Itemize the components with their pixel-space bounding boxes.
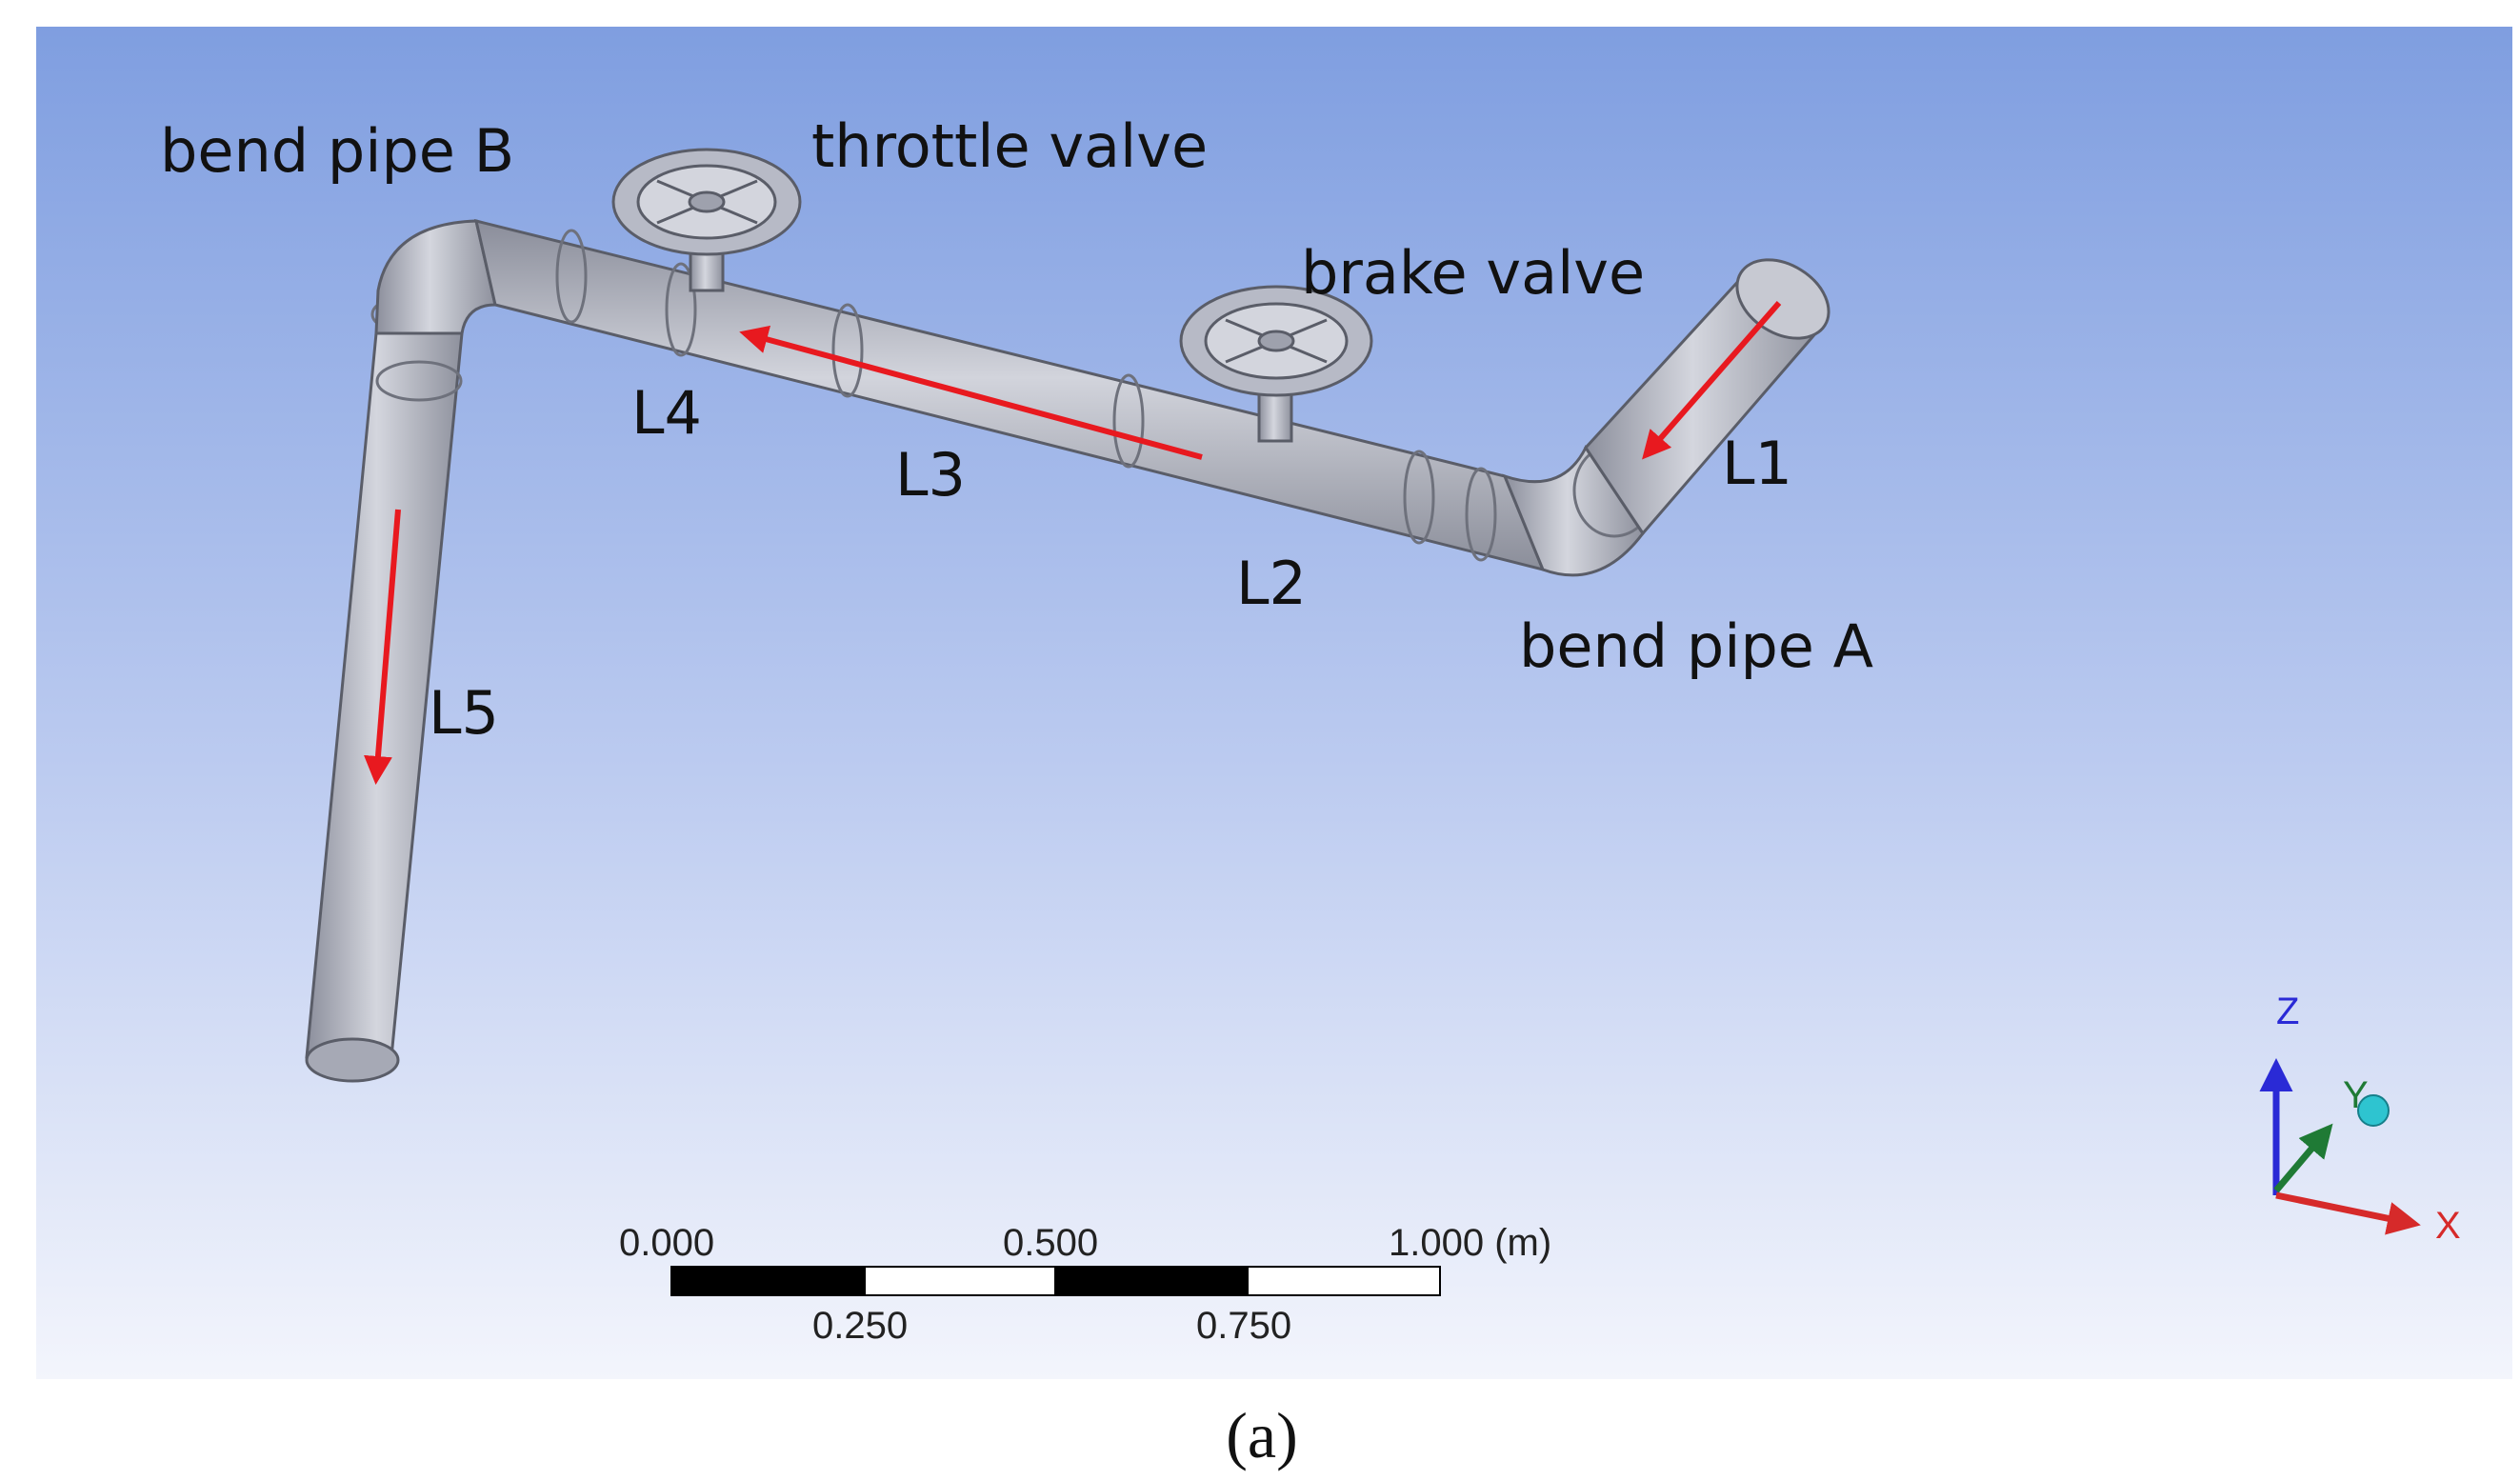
scale-bar-segment xyxy=(1247,1266,1441,1296)
axis-origin-ball xyxy=(2357,1094,2390,1127)
axis-x-label: X xyxy=(2435,1205,2461,1247)
pipe-main-ring xyxy=(831,303,864,398)
label-bend-pipe-b: bend pipe B xyxy=(160,116,514,186)
pipe-main-ring xyxy=(555,229,588,324)
scale-label-1: 1.000 (m) xyxy=(1389,1222,1551,1264)
scale-bar-segment xyxy=(864,1266,1056,1296)
scale-label-0-25: 0.250 xyxy=(812,1305,908,1347)
pipe-main-ring xyxy=(1403,450,1435,545)
label-bend-pipe-a: bend pipe A xyxy=(1519,611,1873,681)
axis-x xyxy=(2275,1191,2421,1235)
axis-z-label: Z xyxy=(2276,991,2299,1032)
scale-label-0-5: 0.500 xyxy=(1003,1222,1098,1264)
axis-y xyxy=(2273,1123,2333,1193)
scale-label-0-75: 0.750 xyxy=(1196,1305,1291,1347)
flow-arrow-l3 xyxy=(739,325,1203,460)
label-l4: L4 xyxy=(631,378,702,448)
pipe-l5-open-end xyxy=(305,1037,400,1083)
pipe-l5-ring xyxy=(375,360,463,402)
axis-triad: Z Y X xyxy=(2259,991,2461,1247)
label-l5: L5 xyxy=(429,678,499,748)
flow-arrow-l5 xyxy=(363,509,401,785)
throttle-valve-hub xyxy=(688,190,726,213)
label-throttle-valve: throttle valve xyxy=(811,111,1208,181)
pipe-main-ring xyxy=(1465,467,1497,562)
throttle-valve xyxy=(611,148,802,292)
label-brake-valve: brake valve xyxy=(1301,238,1645,308)
pipe-main-ring xyxy=(1112,373,1145,469)
brake-valve xyxy=(1179,285,1373,443)
flow-arrow-l1 xyxy=(1642,301,1782,460)
bend-pipe-b xyxy=(374,219,497,335)
label-l1: L1 xyxy=(1722,429,1792,498)
scale-bar-segment xyxy=(1054,1266,1249,1296)
pipe-main-ring xyxy=(665,262,697,357)
axis-y-label: Y xyxy=(2343,1074,2369,1116)
scale-bar: 0.000 0.500 1.000 (m) 0.250 0.750 xyxy=(619,1222,1551,1347)
label-l3: L3 xyxy=(895,440,966,510)
figure-caption: (a) xyxy=(1226,1399,1297,1471)
label-l2: L2 xyxy=(1236,549,1307,618)
scale-bar-segment xyxy=(670,1266,866,1296)
brake-valve-hub xyxy=(1257,330,1295,352)
pipe-l1-open-end xyxy=(1735,258,1830,340)
flow-arrows xyxy=(363,301,1782,785)
scale-label-0: 0.000 xyxy=(619,1222,714,1264)
